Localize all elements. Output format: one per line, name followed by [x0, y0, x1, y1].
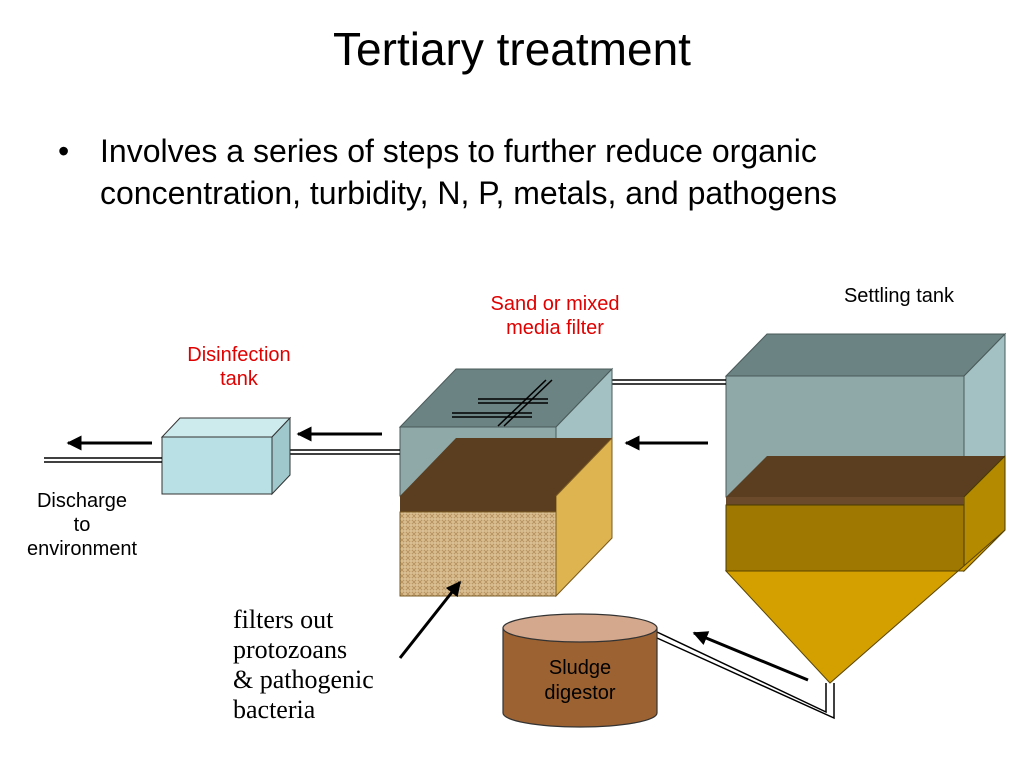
- settling-tank: [724, 332, 1007, 684]
- disinfection-tank-label: Disinfection tank: [150, 343, 328, 391]
- filter-note: filters out protozoans & pathogenic bact…: [233, 605, 374, 725]
- disinfection-label-line1: Disinfection: [187, 344, 291, 366]
- filter-note-line3: & pathogenic: [233, 665, 374, 694]
- disinfection-tank: [160, 416, 292, 496]
- filter-note-line2: protozoans: [233, 635, 348, 664]
- disinfection-tank-top: [160, 417, 292, 438]
- settling-tank-sludge-layer: [726, 497, 964, 505]
- bullet-marker: •: [58, 133, 70, 169]
- discharge-label: Discharge to environment: [2, 489, 162, 561]
- sludge-label-line2: digestor: [544, 682, 616, 704]
- pipe-filter-to-disinfection: [282, 449, 400, 455]
- sludge-digestor: [502, 613, 658, 728]
- disinfection-label-line2: tank: [220, 368, 258, 390]
- disinfection-tank-front: [161, 436, 273, 495]
- discharge-label-line2: to: [73, 514, 91, 536]
- sludge-label-line1: Sludge: [548, 657, 612, 679]
- sand-filter-label-line2: media filter: [506, 317, 604, 339]
- settling-tank-sludge: [725, 504, 965, 572]
- discharge-label-line3: environment: [26, 538, 138, 560]
- settling-tank-sludge-top: [726, 456, 1005, 497]
- pipe-discharge: [44, 457, 162, 463]
- settling-tank-cone: [724, 529, 1006, 684]
- filter-note-line1: filters out: [233, 605, 334, 634]
- settling-tank-top: [724, 333, 1007, 377]
- sand-filter-sand: [399, 511, 557, 597]
- bullet-text: Involves a series of steps to further re…: [100, 133, 838, 211]
- pointer-arrow-filter: [398, 580, 462, 659]
- filter-note-line4: bacteria: [233, 695, 316, 724]
- sand-filter-label-line1: Sand or mixed: [490, 293, 620, 315]
- sand-filter-brown-top: [400, 438, 612, 496]
- sand-filter-brown-layer: [400, 496, 556, 512]
- settling-tank-label-text: Settling tank: [843, 285, 955, 307]
- settling-tank-label: Settling tank: [818, 284, 980, 308]
- sand-filter-label: Sand or mixed media filter: [455, 292, 655, 340]
- discharge-label-line1: Discharge: [36, 490, 128, 512]
- filter-distribution-pipes: [452, 379, 553, 427]
- flow-arrow-to-digestor: [692, 631, 809, 682]
- slide-title: Tertiary treatment: [333, 23, 691, 75]
- pipe-cone-to-digestor: [656, 631, 835, 720]
- sludge-digestor-top: [502, 613, 658, 643]
- sludge-digestor-label: Sludge digestor: [505, 656, 655, 706]
- sludge-digestor-body: [502, 627, 658, 728]
